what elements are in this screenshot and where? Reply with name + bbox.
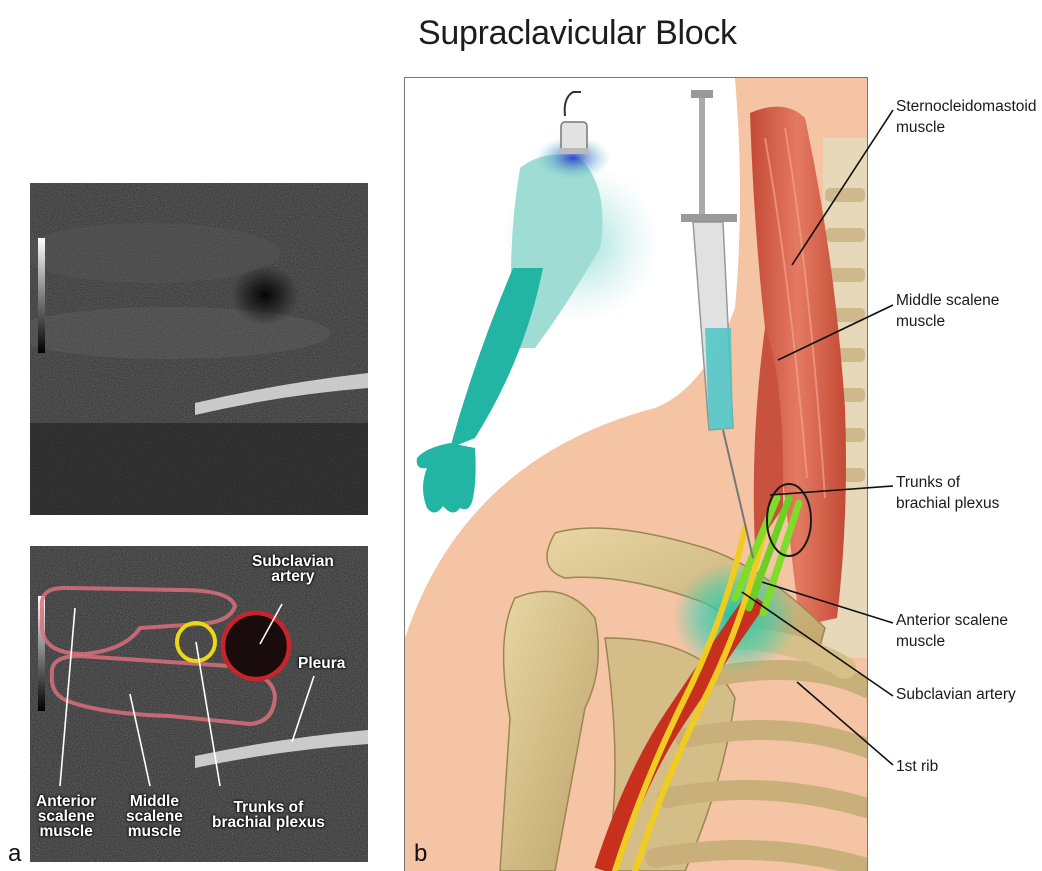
panel-b-letter: b: [414, 840, 427, 868]
label-subclavian-artery-us: Subclavian artery: [252, 554, 334, 584]
callout-subclavian-artery: Subclavian artery: [896, 684, 1016, 705]
callout-first-rib: 1st rib: [896, 756, 938, 777]
callout-middle-scalene: Middle scalene muscle: [896, 290, 999, 332]
callout-scm: Sternocleidomastoid muscle: [896, 96, 1036, 138]
label-anterior-scalene-us: Anterior scalene muscle: [36, 794, 96, 839]
callout-anterior-scalene: Anterior scalene muscle: [896, 610, 1008, 652]
label-middle-scalene-us: Middle scalene muscle: [126, 794, 183, 839]
label-pleura-us: Pleura: [298, 656, 345, 671]
panel-a-letter: a: [8, 840, 21, 868]
anatomical-illustration: [404, 77, 868, 871]
figure-title: Supraclavicular Block: [418, 14, 737, 53]
callout-trunks: Trunks of brachial plexus: [896, 472, 999, 514]
ultrasound-image-unlabeled: [30, 183, 368, 515]
ultrasound-probe: [535, 92, 611, 180]
label-trunks-us: Trunks of brachial plexus: [212, 800, 325, 830]
ultrasound-image-labeled: Subclavian artery Pleura Anterior scalen…: [30, 546, 368, 862]
subclavian-artery-outline: [223, 613, 289, 679]
